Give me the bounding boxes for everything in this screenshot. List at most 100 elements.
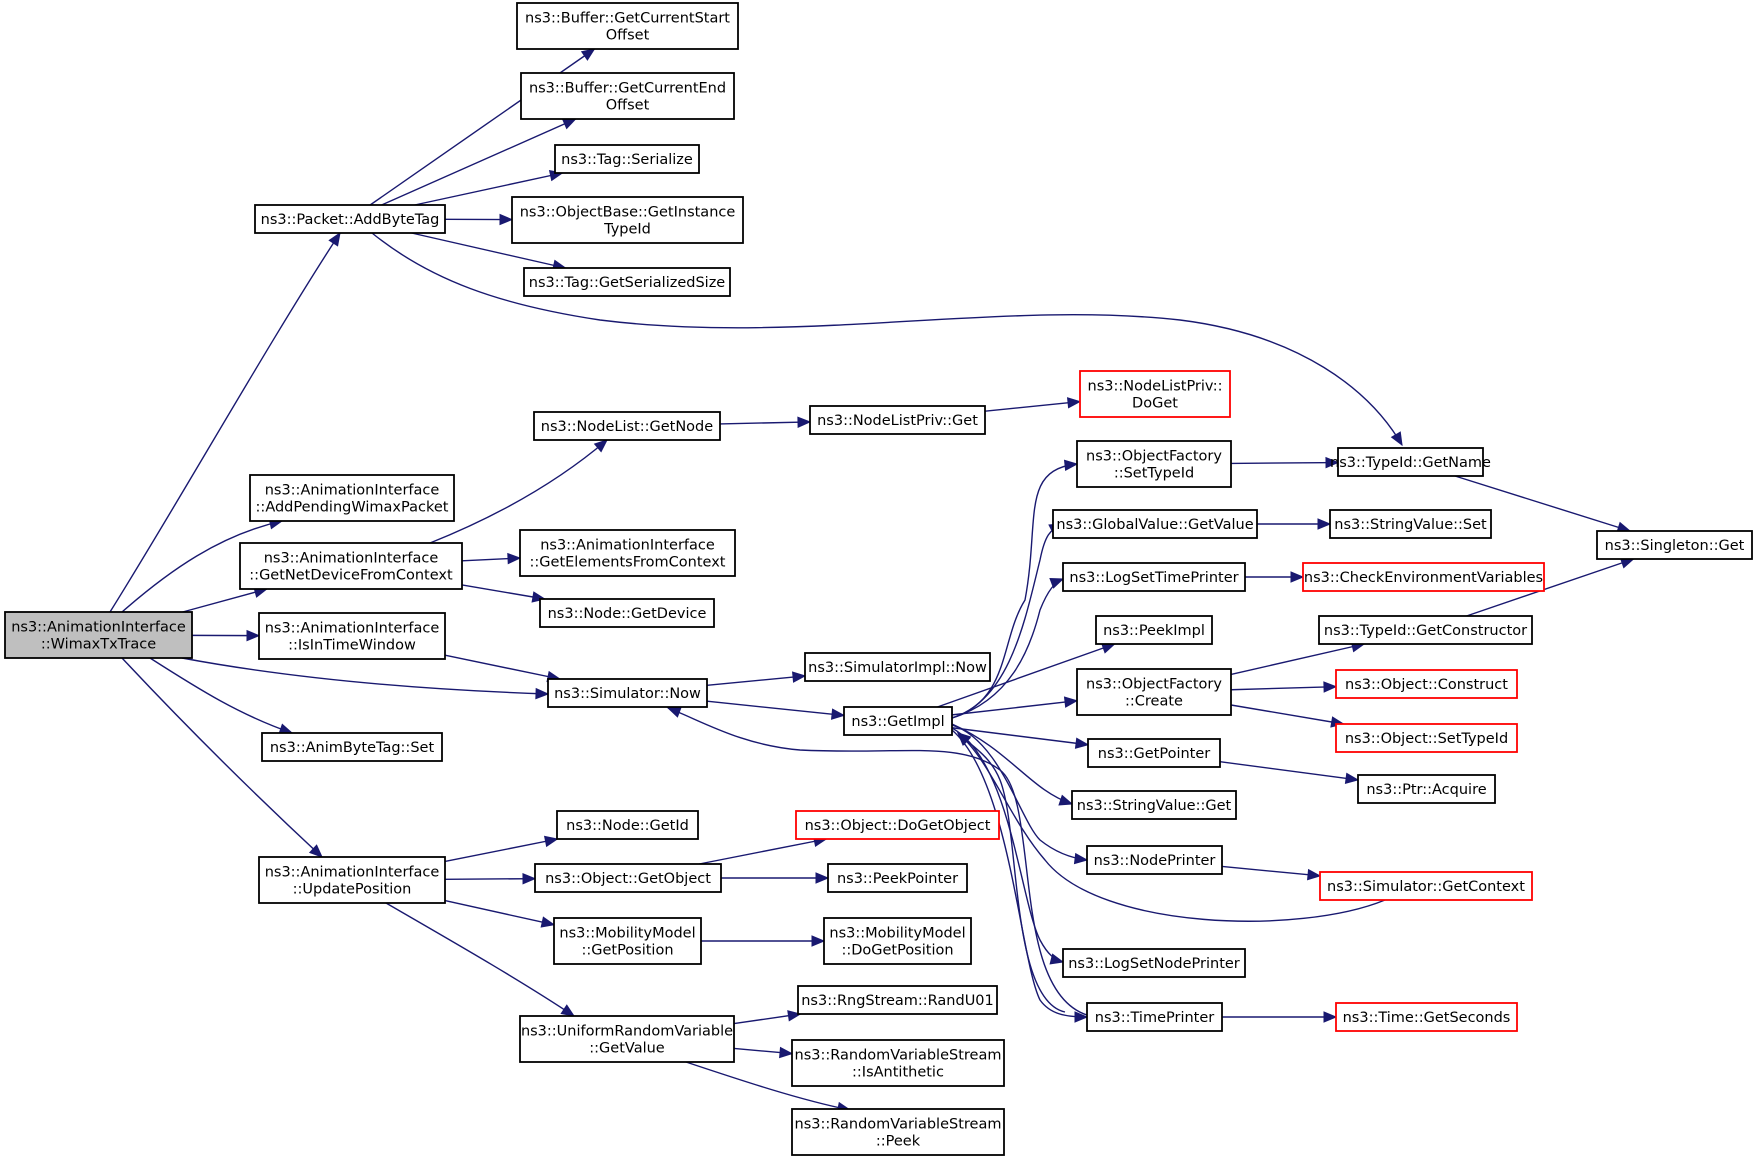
node-tagserialize[interactable]: ns3::Tag::Serialize (554, 144, 700, 174)
edge-updatepos-to-nodegetid (444, 835, 559, 863)
edge-addbytetag-to-getinsttypeid (444, 213, 514, 226)
edge-line (414, 172, 563, 206)
edge-line (444, 654, 560, 680)
edge-nodelistprivget-to-nodelistprivdoget (984, 397, 1082, 412)
node-box (1596, 530, 1753, 560)
node-stringvalueget[interactable]: ns3::StringValue::Get (1071, 790, 1237, 820)
node-nodelistprivdoget[interactable]: ns3::NodeListPriv::DoGet (1079, 370, 1231, 418)
node-simgetcontext[interactable]: ns3::Simulator::GetContext (1319, 871, 1533, 901)
node-label-line: ns3::RngStream::RandU01 (801, 993, 994, 1009)
node-label-line: ns3::Buffer::GetCurrentStart (525, 11, 730, 27)
node-objconstruct[interactable]: ns3::Object::Construct (1335, 669, 1518, 699)
node-nodelistgetnode[interactable]: ns3::NodeList::GetNode (533, 411, 721, 441)
node-label-line: ns3::LogSetTimePrinter (1069, 570, 1238, 586)
node-animbytetagset[interactable]: ns3::AnimByteTag::Set (261, 732, 443, 762)
edge-addbytetag-to-typeidgetname (371, 232, 1403, 447)
node-box (1337, 447, 1484, 477)
edge-arrowhead (1074, 1011, 1089, 1023)
edge-getimpl-to-timeprinter (951, 729, 1089, 1023)
node-box (547, 678, 708, 708)
edge-line (182, 588, 268, 613)
node-simnow[interactable]: ns3::Simulator::Now (547, 678, 708, 708)
edge-getimpl-to-getpointer (951, 727, 1090, 749)
edge-line (937, 643, 1115, 708)
edge-line (1230, 685, 1337, 691)
node-updatepos[interactable]: ns3::AnimationInterface::UpdatePosition (258, 856, 446, 904)
node-nodelistprivget[interactable]: ns3::NodeListPriv::Get (809, 405, 986, 435)
node-label-line: ns3::Time::GetSeconds (1343, 1010, 1511, 1026)
node-timegetseconds[interactable]: ns3::Time::GetSeconds (1335, 1002, 1518, 1032)
node-typeidgetctor[interactable]: ns3::TypeId::GetConstructor (1318, 615, 1533, 645)
node-isantithetic[interactable]: ns3::RandomVariableStream::IsAntithetic (791, 1039, 1005, 1087)
node-rvspeek[interactable]: ns3::RandomVariableStream::Peek (791, 1108, 1005, 1156)
node-globalgetvalue[interactable]: ns3::GlobalValue::GetValue (1052, 509, 1258, 539)
node-typeidgetname[interactable]: ns3::TypeId::GetName (1330, 447, 1491, 477)
node-addbytetag[interactable]: ns3::Packet::AddByteTag (254, 204, 446, 234)
node-stringvalueset[interactable]: ns3::StringValue::Set (1329, 509, 1492, 539)
node-getnetdevice[interactable]: ns3::AnimationInterface::GetNetDeviceFro… (239, 542, 463, 590)
node-box (519, 1015, 735, 1063)
node-label-line: ::WimaxTxTrace (41, 637, 156, 653)
node-nodeprinter[interactable]: ns3::NodePrinter (1086, 845, 1223, 875)
node-label-line: ns3::SimulatorImpl::Now (808, 660, 987, 676)
node-nodegetid[interactable]: ns3::Node::GetId (556, 810, 699, 840)
node-label-line: ns3::Object::SetTypeId (1345, 731, 1508, 747)
node-logsettimeprinter[interactable]: ns3::LogSetTimePrinter (1062, 562, 1246, 592)
edge-nodeprinter-to-simgetcontext (1221, 865, 1322, 881)
node-getelements[interactable]: ns3::AnimationInterface::GetElementsFrom… (519, 529, 736, 577)
node-tagsersize[interactable]: ns3::Tag::GetSerializedSize (523, 267, 731, 297)
edge-line (121, 657, 323, 858)
node-ofsettypeid[interactable]: ns3::ObjectFactory::SetTypeId (1076, 440, 1232, 488)
node-ofcreate[interactable]: ns3::ObjectFactory::Create (1076, 668, 1232, 716)
node-root[interactable]: ns3::AnimationInterface::WimaxTxTrace (4, 611, 193, 659)
node-urvgetvalue[interactable]: ns3::UniformRandomVariable::GetValue (519, 1015, 735, 1063)
node-label-line: ns3::RandomVariableStream (795, 1048, 1002, 1064)
edge-line (706, 700, 845, 717)
node-box (1318, 615, 1533, 645)
node-mobgetpos[interactable]: ns3::MobilityModel::GetPosition (553, 917, 702, 965)
node-box (1302, 562, 1545, 592)
node-checkenv[interactable]: ns3::CheckEnvironmentVariables (1302, 562, 1545, 592)
node-label-line: ns3::LogSetNodePrinter (1068, 956, 1240, 972)
node-label-line: ns3::GetImpl (851, 714, 944, 730)
edge-updatepos-to-urvgetvalue (385, 902, 576, 1017)
edge-arrowhead (1063, 696, 1079, 708)
node-ptracquire[interactable]: ns3::Ptr::Acquire (1357, 774, 1496, 804)
node-objsettypeid[interactable]: ns3::Object::SetTypeId (1335, 723, 1518, 753)
node-logsetnodeprinter[interactable]: ns3::LogSetNodePrinter (1062, 948, 1246, 978)
edge-arrowhead (328, 231, 341, 247)
node-addpending[interactable]: ns3::AnimationInterface::AddPendingWimax… (249, 474, 455, 522)
node-simimplnow[interactable]: ns3::SimulatorImpl::Now (804, 652, 991, 682)
node-nodegetdevice[interactable]: ns3::Node::GetDevice (539, 598, 715, 628)
node-label-line: ns3::AnimationInterface (540, 538, 715, 554)
node-objgetobject[interactable]: ns3::Object::GetObject (534, 863, 722, 893)
node-getimpl[interactable]: ns3::GetImpl (843, 706, 953, 736)
edge-logsettimeprinter-to-checkenv (1245, 571, 1305, 583)
edge-arrowhead (1323, 681, 1338, 693)
node-label-line: ns3::GetPointer (1098, 746, 1211, 762)
edge-line (1230, 643, 1365, 676)
node-timeprinter[interactable]: ns3::TimePrinter (1086, 1002, 1223, 1032)
node-box (795, 810, 1000, 840)
edge-timeprinter-to-timegetseconds (1222, 1011, 1338, 1023)
node-mobdogetpos[interactable]: ns3::MobilityModel::DoGetPosition (823, 917, 972, 965)
edge-arrowhead (830, 708, 846, 720)
node-randu01[interactable]: ns3::RngStream::RandU01 (797, 985, 998, 1015)
edge-getimpl-to-ofcreate (951, 696, 1079, 716)
node-isintime[interactable]: ns3::AnimationInterface::IsInTimeWindow (258, 612, 446, 660)
node-peekpointer[interactable]: ns3::PeekPointer (827, 863, 968, 893)
node-objdogetobject[interactable]: ns3::Object::DoGetObject (795, 810, 1000, 840)
node-label-line: ::DoGetPosition (841, 943, 953, 959)
node-getpointer[interactable]: ns3::GetPointer (1087, 738, 1221, 768)
edge-simnow-to-simimplnow (706, 671, 807, 687)
edge-arrowhead (1049, 953, 1065, 965)
edge-arrowhead (797, 416, 812, 428)
node-box (797, 985, 998, 1015)
node-box (823, 917, 972, 965)
node-peekimpl[interactable]: ns3::PeekImpl (1095, 615, 1213, 645)
edge-arrowhead (1074, 737, 1090, 749)
node-singletonget[interactable]: ns3::Singleton::Get (1596, 530, 1753, 560)
